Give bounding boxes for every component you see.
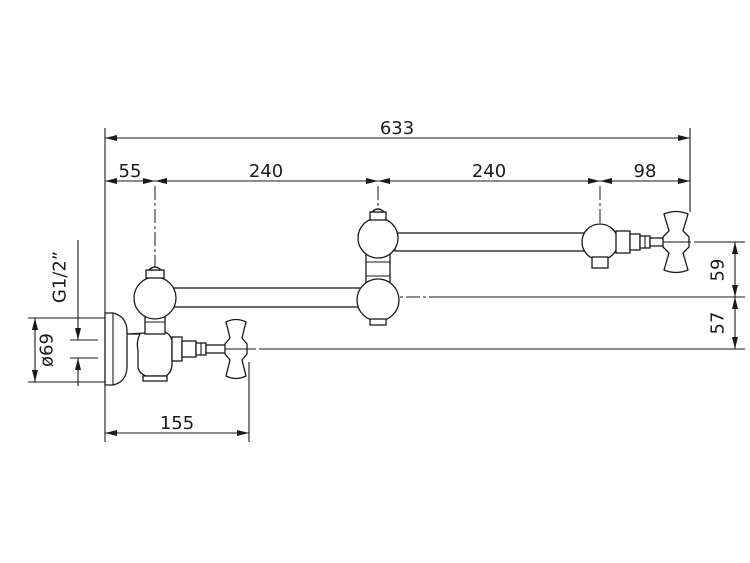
extension-lines xyxy=(28,128,745,442)
outlet-valve-nut xyxy=(615,230,631,254)
outlet-spout-nut xyxy=(591,256,609,269)
label-upper-height: 59 xyxy=(708,259,729,282)
wall-flange xyxy=(104,312,128,386)
inlet-body-base xyxy=(126,331,173,377)
dimension-lines xyxy=(32,135,738,436)
outlet-valve xyxy=(581,210,690,274)
lower-valve-spindle xyxy=(205,344,227,354)
label-valve-offset: 155 xyxy=(160,413,194,434)
dimension-labels: 633 55 240 240 98 155 59 57 ø69 G1/2” xyxy=(37,118,729,434)
inlet-bottom-nut xyxy=(142,375,168,382)
faucet xyxy=(104,208,690,386)
label-flange-diameter: ø69 xyxy=(37,333,58,367)
upper-swing-arm xyxy=(394,232,588,252)
joint-top-cap xyxy=(370,208,386,213)
outlet-valve-bonnet xyxy=(629,233,641,251)
label-lower-height: 57 xyxy=(708,312,729,335)
label-arm-1: 240 xyxy=(249,161,283,182)
lower-valve xyxy=(171,318,248,380)
swivel-joint xyxy=(356,208,400,326)
lower-valve-nut xyxy=(171,336,183,362)
lower-valve-bonnet xyxy=(181,340,197,358)
label-outlet-offset: 98 xyxy=(634,161,657,182)
inlet-top-nut xyxy=(145,269,165,279)
label-arm-2: 240 xyxy=(472,161,506,182)
label-thread-size: G1/2” xyxy=(50,251,71,303)
inlet-top-cap xyxy=(147,266,163,271)
outlet-valve-spindle xyxy=(649,237,665,247)
joint-top-nut xyxy=(369,211,387,221)
inlet-ball-joint xyxy=(133,276,177,320)
joint-lower-ball xyxy=(356,278,400,322)
lower-swing-arm xyxy=(171,287,363,308)
inlet-body xyxy=(126,266,177,382)
joint-upper-ball xyxy=(357,217,399,259)
label-overall-length: 633 xyxy=(380,118,414,139)
outlet-valve-body xyxy=(581,223,619,261)
joint-bottom-nut xyxy=(369,318,387,326)
label-wall-offset: 55 xyxy=(119,161,142,182)
